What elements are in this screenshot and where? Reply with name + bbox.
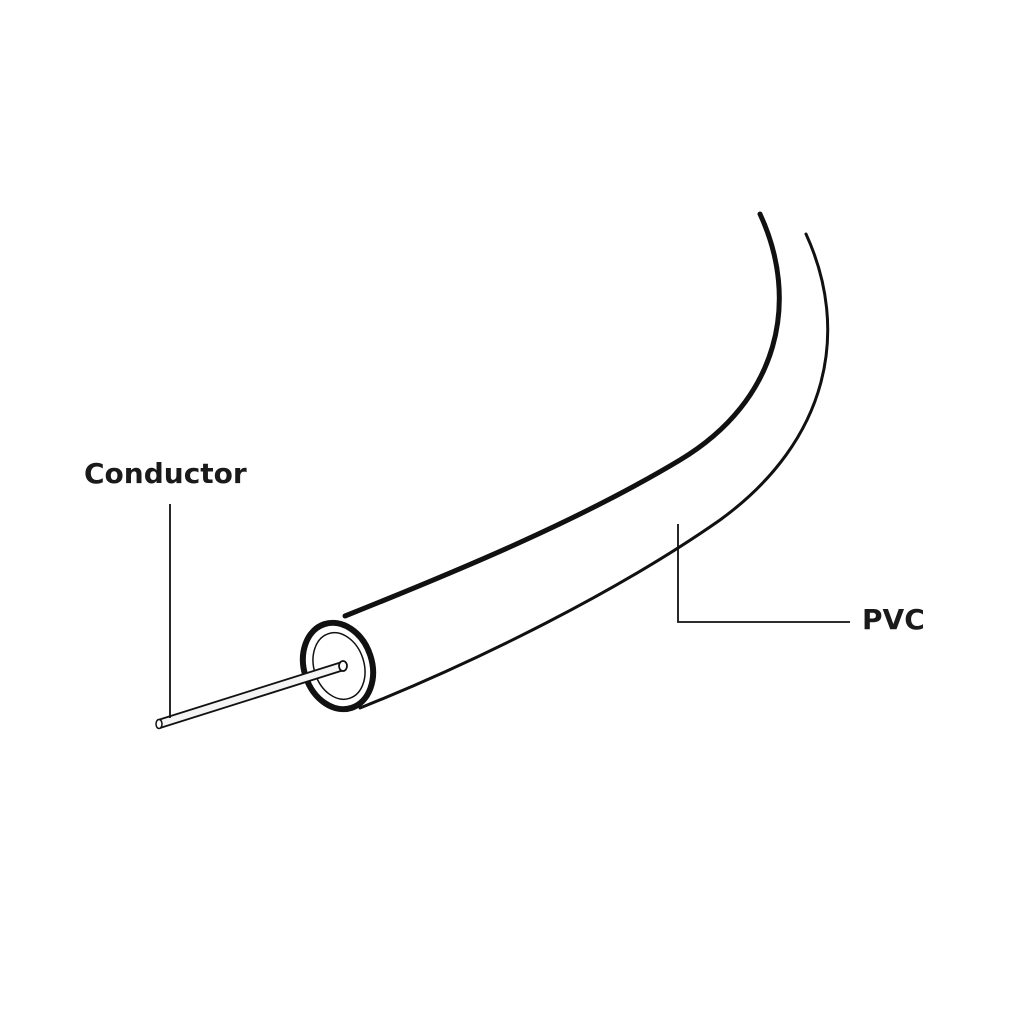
conductor-wire-tip bbox=[155, 718, 163, 730]
pvc-label: PVC bbox=[862, 603, 925, 636]
cable-bottom-edge bbox=[358, 232, 830, 710]
conductor-wire-core-end bbox=[338, 660, 348, 672]
conductor-label: Conductor bbox=[84, 457, 247, 490]
pvc-leader-line bbox=[677, 524, 850, 623]
cable-top-edge bbox=[342, 211, 782, 619]
